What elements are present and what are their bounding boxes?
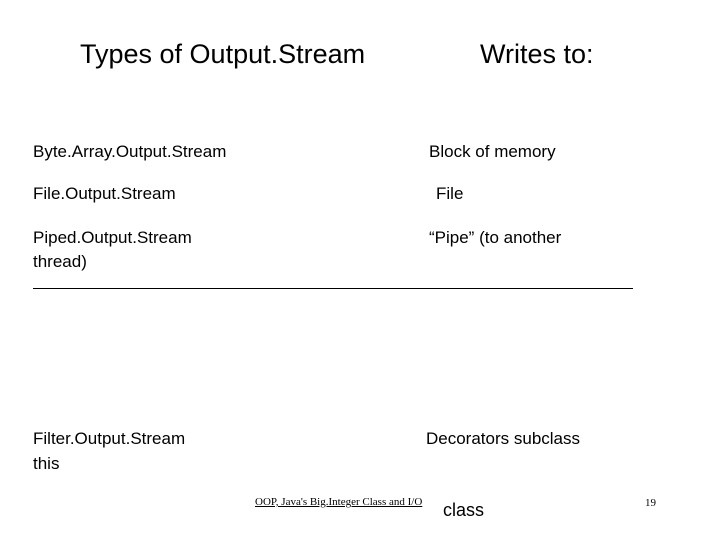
slide-title-row: Types of Output.Stream Writes to: <box>0 36 720 80</box>
stream-name: Filter.Output.Stream <box>33 429 186 448</box>
stream-name-continuation: this <box>33 454 60 473</box>
trailing-word: class <box>443 500 485 520</box>
stream-target: Block of memory <box>429 142 556 161</box>
page-title-left: Types of Output.Stream <box>80 39 366 69</box>
stream-name-continuation: thread) <box>33 252 87 271</box>
page-title-right: Writes to: <box>480 39 594 69</box>
stream-name: Byte.Array.Output.Stream <box>33 142 227 161</box>
stream-target: “Pipe” (to another <box>429 228 562 247</box>
footer-title: OOP, Java's Big.Integer Class and I/O <box>255 496 423 508</box>
horizontal-divider <box>33 288 633 289</box>
stream-target: Decorators subclass <box>426 429 581 448</box>
stream-target: File <box>436 184 464 203</box>
stream-name: Piped.Output.Stream <box>33 228 192 247</box>
stream-name: File.Output.Stream <box>33 184 176 203</box>
footer-page-number: 19 <box>645 497 656 509</box>
